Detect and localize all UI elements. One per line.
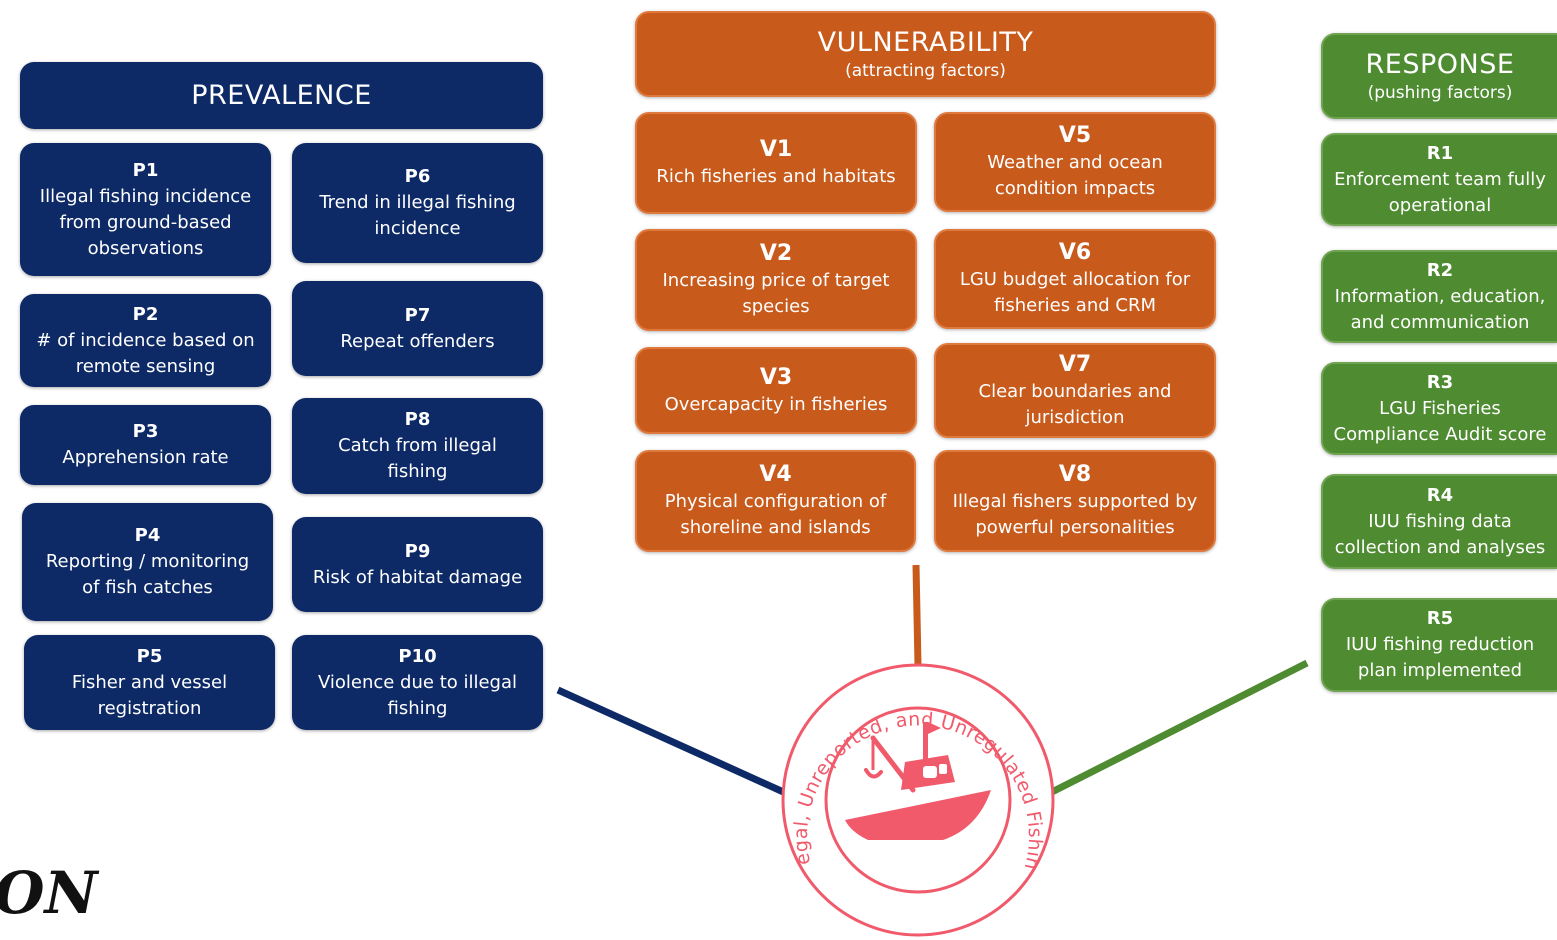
indicator-text: IUU fishing data collection and analyses <box>1334 510 1546 558</box>
indicator-text: Violence due to illegal fishing <box>317 671 518 719</box>
indicator-v6: V6 LGU budget allocation for fisheries a… <box>934 229 1216 329</box>
indicator-text: Overcapacity in fisheries <box>664 393 888 415</box>
prevalence-header: PREVALENCE <box>20 62 543 129</box>
indicator-r5: R5 IUU fishing reduction plan implemente… <box>1321 598 1557 692</box>
indicator-code: P6 <box>404 166 431 187</box>
indicator-text: Increasing price of target species <box>662 270 890 317</box>
indicator-code: V7 <box>1058 351 1092 377</box>
indicator-p6: P6 Trend in illegal fishing incidence <box>292 143 543 263</box>
indicator-v7: V7 Clear boundaries and jurisdiction <box>934 343 1216 438</box>
indicator-text: IUU fishing reduction plan implemented <box>1345 634 1535 681</box>
iuu-logo: Illegal, Unreported, and Unregulated Fis… <box>773 650 1055 937</box>
indicator-p9: P9 Risk of habitat damage <box>292 517 543 612</box>
indicator-text: LGU Fisheries Compliance Audit score <box>1333 397 1547 445</box>
indicator-v2: V2 Increasing price of target species <box>635 229 917 331</box>
indicator-r2: R2 Information, education, and communica… <box>1321 250 1557 343</box>
indicator-code: V6 <box>1058 240 1092 265</box>
partial-heading: ON <box>0 859 98 927</box>
indicator-text: Weather and ocean condition impacts <box>987 152 1163 199</box>
indicator-p4: P4 Reporting / monitoring of fish catche… <box>22 503 273 621</box>
indicator-v8: V8 Illegal fishers supported by powerful… <box>934 450 1216 552</box>
indicator-code: R1 <box>1426 142 1454 164</box>
indicator-code: P5 <box>136 645 163 667</box>
vulnerability-title: VULNERABILITY <box>817 27 1034 58</box>
prevalence-connector <box>556 686 792 799</box>
indicator-p8: P8 Catch from illegal fishing <box>292 398 543 494</box>
indicator-text: # of incidence based on remote sensing <box>36 329 255 377</box>
indicator-text: Catch from illegal fishing <box>338 435 497 482</box>
prevalence-title: PREVALENCE <box>191 79 372 111</box>
response-connector <box>1044 659 1309 799</box>
indicator-p2: P2 # of incidence based on remote sensin… <box>20 294 271 387</box>
indicator-code: P3 <box>132 421 159 442</box>
indicator-text: Physical configuration of shoreline and … <box>664 491 887 538</box>
indicator-code: P1 <box>132 159 159 181</box>
indicator-p5: P5 Fisher and vessel registration <box>24 635 275 730</box>
vulnerability-header: VULNERABILITY (attracting factors) <box>635 11 1216 97</box>
indicator-code: R5 <box>1426 608 1454 629</box>
vulnerability-subtitle: (attracting factors) <box>845 61 1006 81</box>
indicator-code: V8 <box>1058 462 1092 487</box>
indicator-text: Information, education, and communicatio… <box>1334 285 1546 333</box>
indicator-code: V2 <box>759 241 793 266</box>
indicator-r4: R4 IUU fishing data collection and analy… <box>1321 474 1557 569</box>
indicator-text: Illegal fishers supported by powerful pe… <box>952 491 1198 538</box>
indicator-code: P2 <box>132 303 159 325</box>
indicator-text: Apprehension rate <box>62 447 229 468</box>
indicator-r1: R1 Enforcement team fully operational <box>1321 133 1557 226</box>
indicator-code: R2 <box>1426 259 1454 281</box>
indicator-code: V4 <box>759 462 792 487</box>
indicator-code: R4 <box>1426 484 1454 506</box>
connector-lines <box>556 564 1309 799</box>
indicator-code: P8 <box>404 409 431 430</box>
response-header: RESPONSE (pushing factors) <box>1321 33 1557 119</box>
vulnerability-connector <box>912 564 922 666</box>
indicator-p10: P10 Violence due to illegal fishing <box>292 635 543 730</box>
indicator-text: Illegal fishing incidence from ground-ba… <box>39 185 252 259</box>
indicator-text: Enforcement team fully operational <box>1334 168 1546 216</box>
indicator-code: V1 <box>759 137 793 162</box>
indicator-v5: V5 Weather and ocean condition impacts <box>934 112 1216 212</box>
indicator-v4: V4 Physical configuration of shoreline a… <box>635 450 916 552</box>
indicator-p1: P1 Illegal fishing incidence from ground… <box>20 143 271 276</box>
indicator-code: V5 <box>1058 123 1092 148</box>
indicator-v3: V3 Overcapacity in fisheries <box>635 347 917 434</box>
response-subtitle: (pushing factors) <box>1367 83 1513 103</box>
indicator-text: Fisher and vessel registration <box>71 671 228 719</box>
indicator-text: Clear boundaries and jurisdiction <box>978 380 1172 428</box>
indicator-text: Trend in illegal fishing incidence <box>319 192 516 239</box>
indicator-text: LGU budget allocation for fisheries and … <box>959 269 1191 316</box>
response-title: RESPONSE <box>1365 49 1515 80</box>
indicator-code: P4 <box>134 525 161 546</box>
indicator-p7: P7 Repeat offenders <box>292 281 543 376</box>
indicator-code: R3 <box>1426 371 1454 393</box>
indicator-text: Repeat offenders <box>340 330 495 352</box>
indicator-code: P9 <box>404 540 431 562</box>
indicator-code: P7 <box>404 304 431 326</box>
indicator-text: Reporting / monitoring of fish catches <box>45 551 250 598</box>
indicator-r3: R3 LGU Fisheries Compliance Audit score <box>1321 362 1557 455</box>
indicator-code: P10 <box>398 645 437 667</box>
fishing-boat-icon <box>845 722 991 840</box>
indicator-p3: P3 Apprehension rate <box>20 405 271 485</box>
indicator-text: Rich fisheries and habitats <box>656 166 896 187</box>
indicator-code: V3 <box>759 364 793 390</box>
indicator-text: Risk of habitat damage <box>312 566 523 588</box>
indicator-v1: V1 Rich fisheries and habitats <box>635 112 917 214</box>
